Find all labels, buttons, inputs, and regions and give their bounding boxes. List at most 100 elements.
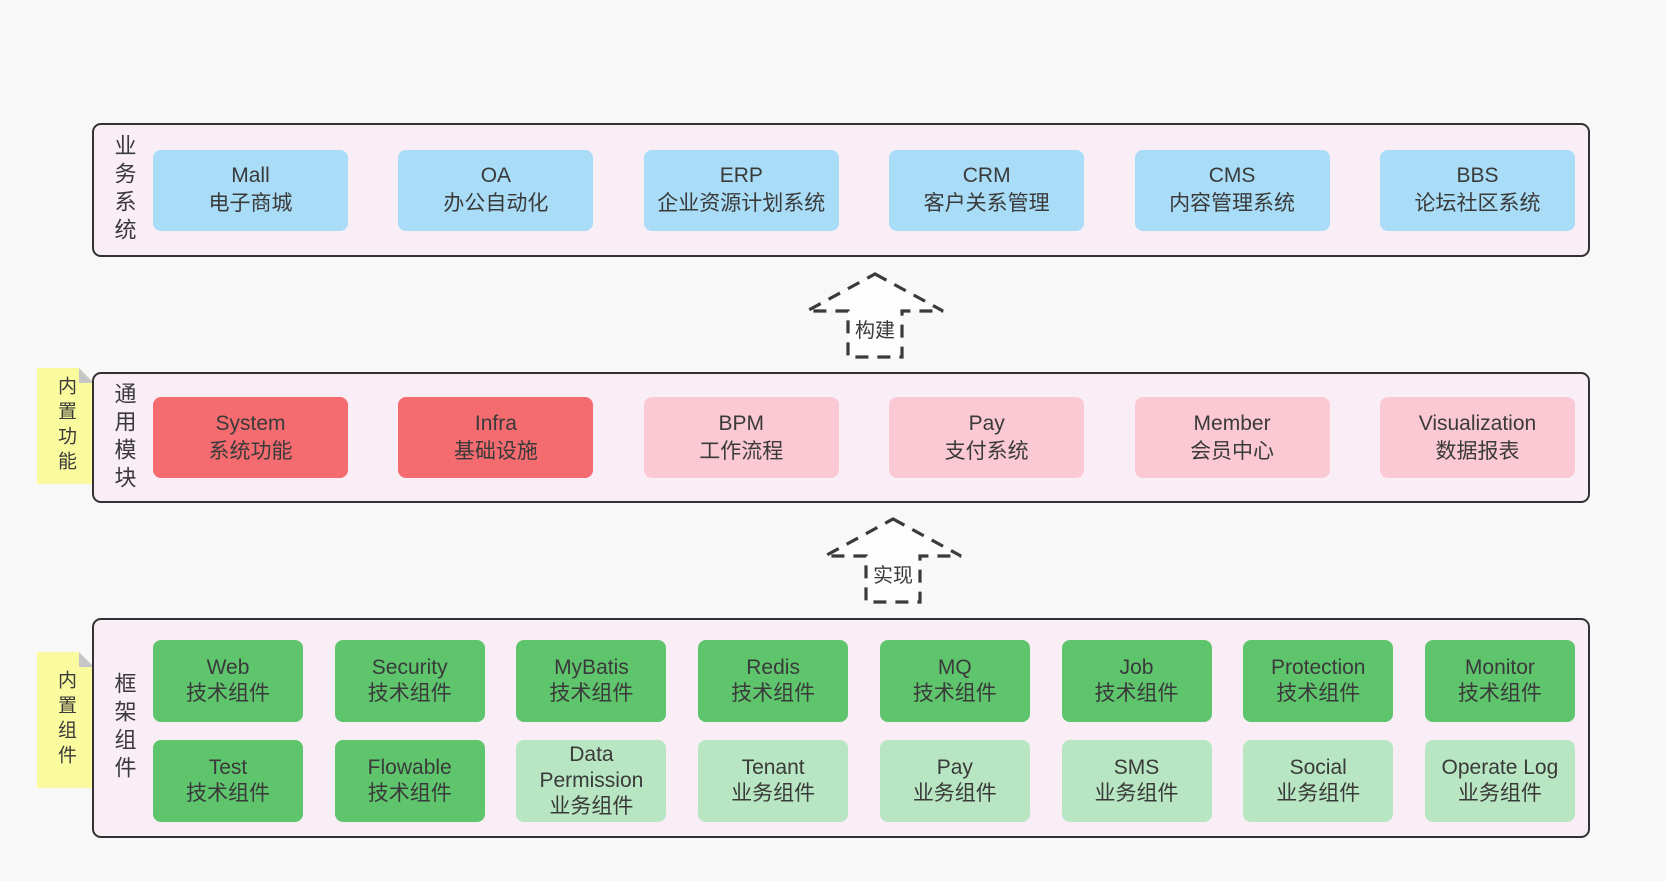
box-subtitle: 技术组件 bbox=[186, 682, 270, 705]
business-box-oa: OA 办公自动化 bbox=[398, 149, 594, 231]
box-subtitle: 企业资源计划系统 bbox=[657, 192, 826, 215]
component-box-protection: Protection 技术组件 bbox=[1243, 640, 1394, 722]
component-box-redis: Redis 技术组件 bbox=[698, 640, 849, 722]
box-title: CMS bbox=[1208, 164, 1256, 187]
box-title: BPM bbox=[718, 411, 765, 435]
box-title: Pay bbox=[936, 756, 973, 779]
box-subtitle: 电子商城 bbox=[208, 192, 293, 215]
box-subtitle: 技术组件 bbox=[367, 682, 452, 705]
box-subtitle: 技术组件 bbox=[912, 682, 997, 705]
box-title: ERP bbox=[719, 164, 763, 187]
box-subtitle: 业务组件 bbox=[1094, 782, 1179, 805]
business-box-mall: Mall 电子商城 bbox=[153, 149, 348, 231]
component-box-test: Test 技术组件 bbox=[153, 740, 303, 822]
box-title: System bbox=[215, 411, 286, 435]
common-modules-label-col: 通用模块 bbox=[94, 374, 153, 501]
business-systems-label-col: 业务系统 bbox=[94, 125, 153, 255]
module-box-pay: Pay 支付系统 bbox=[889, 397, 1085, 478]
module-box-system: System 系统功能 bbox=[153, 397, 348, 478]
builtin-features-note: 内置功能 bbox=[37, 368, 94, 484]
box-title: Security bbox=[371, 656, 448, 679]
box-title: CRM bbox=[962, 164, 1011, 187]
component-box-mq: MQ 技术组件 bbox=[879, 640, 1030, 722]
box-subtitle: 基础设施 bbox=[453, 439, 538, 463]
box-title: Social bbox=[1289, 756, 1347, 779]
component-box-pay: Pay 业务组件 bbox=[879, 740, 1030, 822]
framework-components-rows: Web 技术组件 Security 技术组件 MyBatis 技术组件 Redi… bbox=[153, 620, 1588, 836]
box-subtitle: 内容管理系统 bbox=[1169, 192, 1296, 215]
implement-arrow: 实现 bbox=[823, 516, 963, 606]
component-box-sms: SMS 业务组件 bbox=[1061, 740, 1212, 822]
box-subtitle: 技术组件 bbox=[186, 782, 270, 805]
component-box-monitor: Monitor 技术组件 bbox=[1424, 640, 1575, 722]
box-title: MQ bbox=[937, 656, 972, 679]
component-box-operate-log: Operate Log 业务组件 bbox=[1424, 740, 1575, 822]
box-title: Tenant bbox=[741, 756, 805, 779]
framework-components-label-col: 框架组件 bbox=[94, 620, 153, 836]
box-title: Monitor bbox=[1464, 656, 1535, 679]
business-systems-row: Mall 电子商城 OA 办公自动化 ERP 企业资源计划系统 CRM 客户关系… bbox=[153, 125, 1588, 255]
box-title: Web bbox=[206, 656, 250, 679]
box-subtitle: 业务组件 bbox=[1457, 782, 1542, 805]
box-title: Redis bbox=[746, 656, 800, 679]
component-box-job: Job 技术组件 bbox=[1061, 640, 1212, 722]
box-title: BBS bbox=[1456, 164, 1499, 187]
box-title: Visualization bbox=[1418, 411, 1537, 435]
framework-components-label: 框架组件 bbox=[111, 672, 137, 784]
box-title: Member bbox=[1193, 411, 1271, 435]
box-title: Operate Log bbox=[1441, 756, 1559, 779]
box-title: Flowable bbox=[367, 756, 452, 779]
box-subtitle: 支付系统 bbox=[944, 439, 1029, 463]
box-subtitle: 数据报表 bbox=[1435, 439, 1520, 463]
component-box-web: Web 技术组件 bbox=[153, 640, 303, 722]
builtin-components-note-text: 内置组件 bbox=[55, 670, 76, 770]
module-box-visualization: Visualization 数据报表 bbox=[1379, 397, 1575, 478]
box-subtitle: 系统功能 bbox=[208, 439, 293, 463]
box-subtitle: 客户关系管理 bbox=[923, 192, 1050, 215]
box-title: Infra bbox=[474, 411, 517, 435]
box-subtitle: 技术组件 bbox=[367, 782, 452, 805]
component-box-mybatis: MyBatis 技术组件 bbox=[516, 640, 667, 722]
box-title: Job bbox=[1119, 656, 1154, 679]
builtin-components-note: 内置组件 bbox=[37, 652, 94, 788]
box-subtitle: 业务组件 bbox=[912, 782, 997, 805]
box-title: Protection bbox=[1270, 656, 1366, 679]
box-title: MyBatis bbox=[554, 656, 629, 679]
business-box-bbs: BBS 论坛社区系统 bbox=[1379, 149, 1575, 231]
framework-components-row-2: Test 技术组件 Flowable 技术组件 Data Permission … bbox=[153, 740, 1575, 822]
builtin-features-note-text: 内置功能 bbox=[55, 376, 76, 476]
box-title: Pay bbox=[968, 411, 1005, 435]
box-subtitle: 工作流程 bbox=[699, 439, 784, 463]
box-title: SMS bbox=[1113, 756, 1160, 779]
common-modules-panel: 通用模块 System 系统功能 Infra 基础设施 BPM 工作流程 Pay… bbox=[92, 372, 1590, 503]
box-title: Test bbox=[208, 756, 248, 779]
box-subtitle: 业务组件 bbox=[549, 795, 634, 818]
business-systems-label: 业务系统 bbox=[111, 134, 137, 246]
box-subtitle: 业务组件 bbox=[1276, 782, 1361, 805]
box-title: OA bbox=[480, 164, 512, 187]
module-box-infra: Infra 基础设施 bbox=[398, 397, 594, 478]
module-box-member: Member 会员中心 bbox=[1134, 397, 1330, 478]
box-subtitle: 技术组件 bbox=[549, 682, 634, 705]
build-arrow: 构建 bbox=[805, 271, 945, 361]
box-subtitle: 办公自动化 bbox=[443, 192, 549, 215]
component-box-social: Social 业务组件 bbox=[1243, 740, 1394, 822]
business-systems-panel: 业务系统 Mall 电子商城 OA 办公自动化 ERP 企业资源计划系统 CRM… bbox=[92, 123, 1590, 257]
box-subtitle: 技术组件 bbox=[1094, 682, 1179, 705]
framework-components-row-1: Web 技术组件 Security 技术组件 MyBatis 技术组件 Redi… bbox=[153, 640, 1575, 722]
component-box-tenant: Tenant 业务组件 bbox=[698, 740, 849, 822]
box-title: Mall bbox=[231, 164, 270, 187]
common-modules-label: 通用模块 bbox=[111, 381, 137, 494]
business-box-crm: CRM 客户关系管理 bbox=[889, 149, 1085, 231]
module-box-bpm: BPM 工作流程 bbox=[643, 397, 839, 478]
component-box-flowable: Flowable 技术组件 bbox=[334, 740, 485, 822]
common-modules-row: System 系统功能 Infra 基础设施 BPM 工作流程 Pay 支付系统… bbox=[153, 374, 1588, 501]
business-box-cms: CMS 内容管理系统 bbox=[1134, 149, 1330, 231]
box-title: Data Permission bbox=[539, 743, 644, 792]
build-arrow-label: 构建 bbox=[852, 314, 898, 343]
component-box-security: Security 技术组件 bbox=[334, 640, 485, 722]
box-subtitle: 会员中心 bbox=[1190, 439, 1275, 463]
box-subtitle: 业务组件 bbox=[731, 782, 816, 805]
box-subtitle: 技术组件 bbox=[1457, 682, 1542, 705]
